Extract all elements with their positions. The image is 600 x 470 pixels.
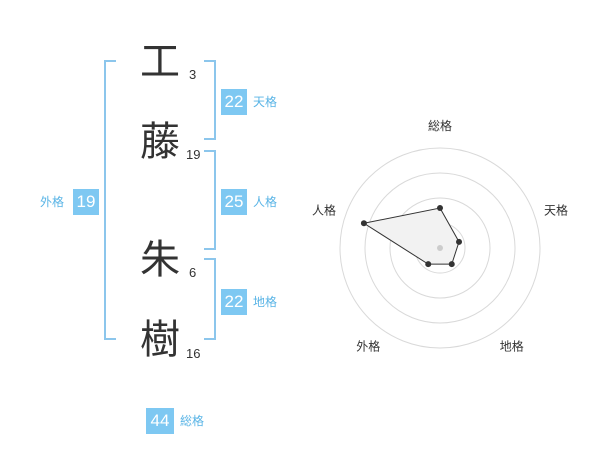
radar-axis-label: 人格 [312, 202, 336, 217]
tenkaku-bracket [204, 60, 216, 140]
gaikaku-value: 19 [73, 189, 99, 215]
radar-grid-ring [339, 147, 541, 349]
jinkaku-bracket [204, 150, 216, 250]
radar-grid-ring [364, 172, 516, 324]
soukaku-value: 44 [146, 408, 174, 434]
radar-point-2 [456, 238, 463, 245]
radar-point-4 [425, 261, 432, 268]
name-char-1: 工 [140, 39, 180, 85]
name-char-3: 朱 [140, 237, 180, 283]
chikaku-label: 地格 [253, 295, 278, 309]
radar-axis-label: 外格 [356, 339, 380, 354]
radar-grid-ring [389, 197, 491, 299]
gaikaku-label: 外格 [40, 195, 65, 209]
name-char-4: 樹 [140, 317, 180, 363]
radar-point-5 [360, 220, 367, 227]
stroke-count-4: 16 [186, 346, 201, 361]
soukaku-label: 総格 [180, 414, 205, 428]
radar-axis-label: 天格 [544, 202, 568, 217]
stroke-count-1: 3 [189, 67, 197, 82]
gaikaku-bracket [104, 60, 116, 340]
chikaku-value: 22 [221, 289, 247, 315]
tenkaku-value: 22 [221, 89, 247, 115]
tenkaku-label: 天格 [253, 95, 278, 109]
jinkaku-value: 25 [221, 189, 247, 215]
chikaku-bracket [204, 258, 216, 340]
stroke-count-2: 19 [186, 147, 201, 162]
radar-point-1 [437, 205, 443, 211]
radar-point-3 [448, 261, 455, 268]
radar-area [362, 207, 460, 265]
radar-center-dot [437, 245, 443, 251]
name-char-2: 藤 [140, 119, 180, 165]
radar-axis-label: 総格 [428, 118, 452, 133]
jinkaku-label: 人格 [253, 195, 278, 209]
stroke-count-3: 6 [189, 265, 197, 280]
radar-axis-label: 地格 [500, 339, 524, 354]
